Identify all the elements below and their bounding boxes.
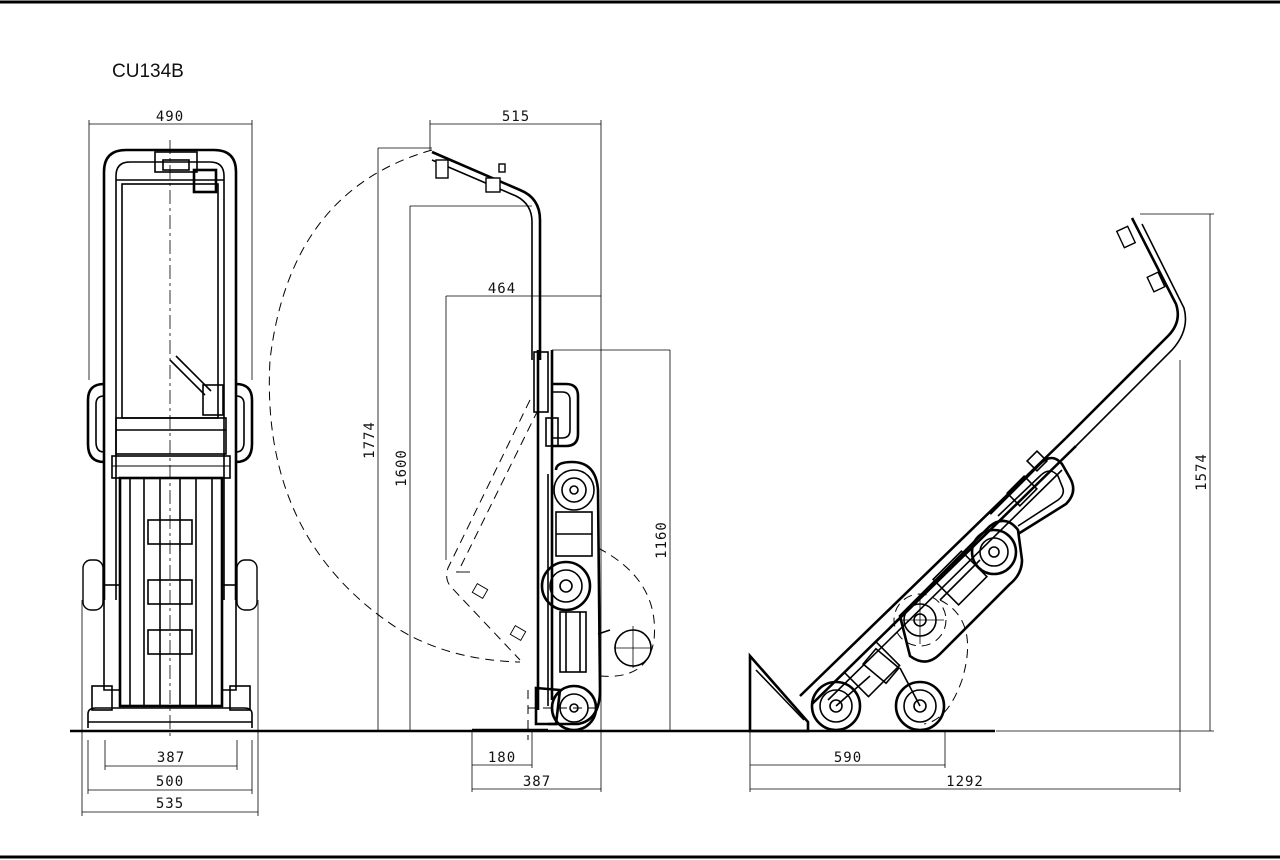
dim-535: 535 (156, 796, 184, 812)
dim-180: 180 (488, 750, 516, 766)
dim-515: 515 (502, 109, 530, 125)
dim-1574: 1574 (1194, 453, 1210, 491)
dim-590: 590 (834, 750, 862, 766)
dim-387-side: 387 (523, 774, 551, 790)
side-view (268, 149, 656, 740)
tilted-dimensions: 1574 590 1292 (749, 213, 1214, 792)
dim-464: 464 (488, 281, 516, 297)
front-dimensions: 490 387 500 535 (81, 109, 259, 816)
dim-500: 500 (156, 774, 184, 790)
model-title: CU134B (112, 61, 184, 82)
dim-1774: 1774 (362, 421, 378, 459)
tilted-view (748, 217, 1187, 733)
dim-1292: 1292 (946, 774, 984, 790)
dim-1160: 1160 (654, 521, 670, 559)
side-dimensions: 515 1774 1600 464 1160 180 387 (362, 109, 671, 792)
dim-387-front: 387 (157, 750, 185, 766)
dim-1600: 1600 (394, 449, 410, 487)
dim-490: 490 (156, 109, 184, 125)
front-view (82, 140, 258, 738)
